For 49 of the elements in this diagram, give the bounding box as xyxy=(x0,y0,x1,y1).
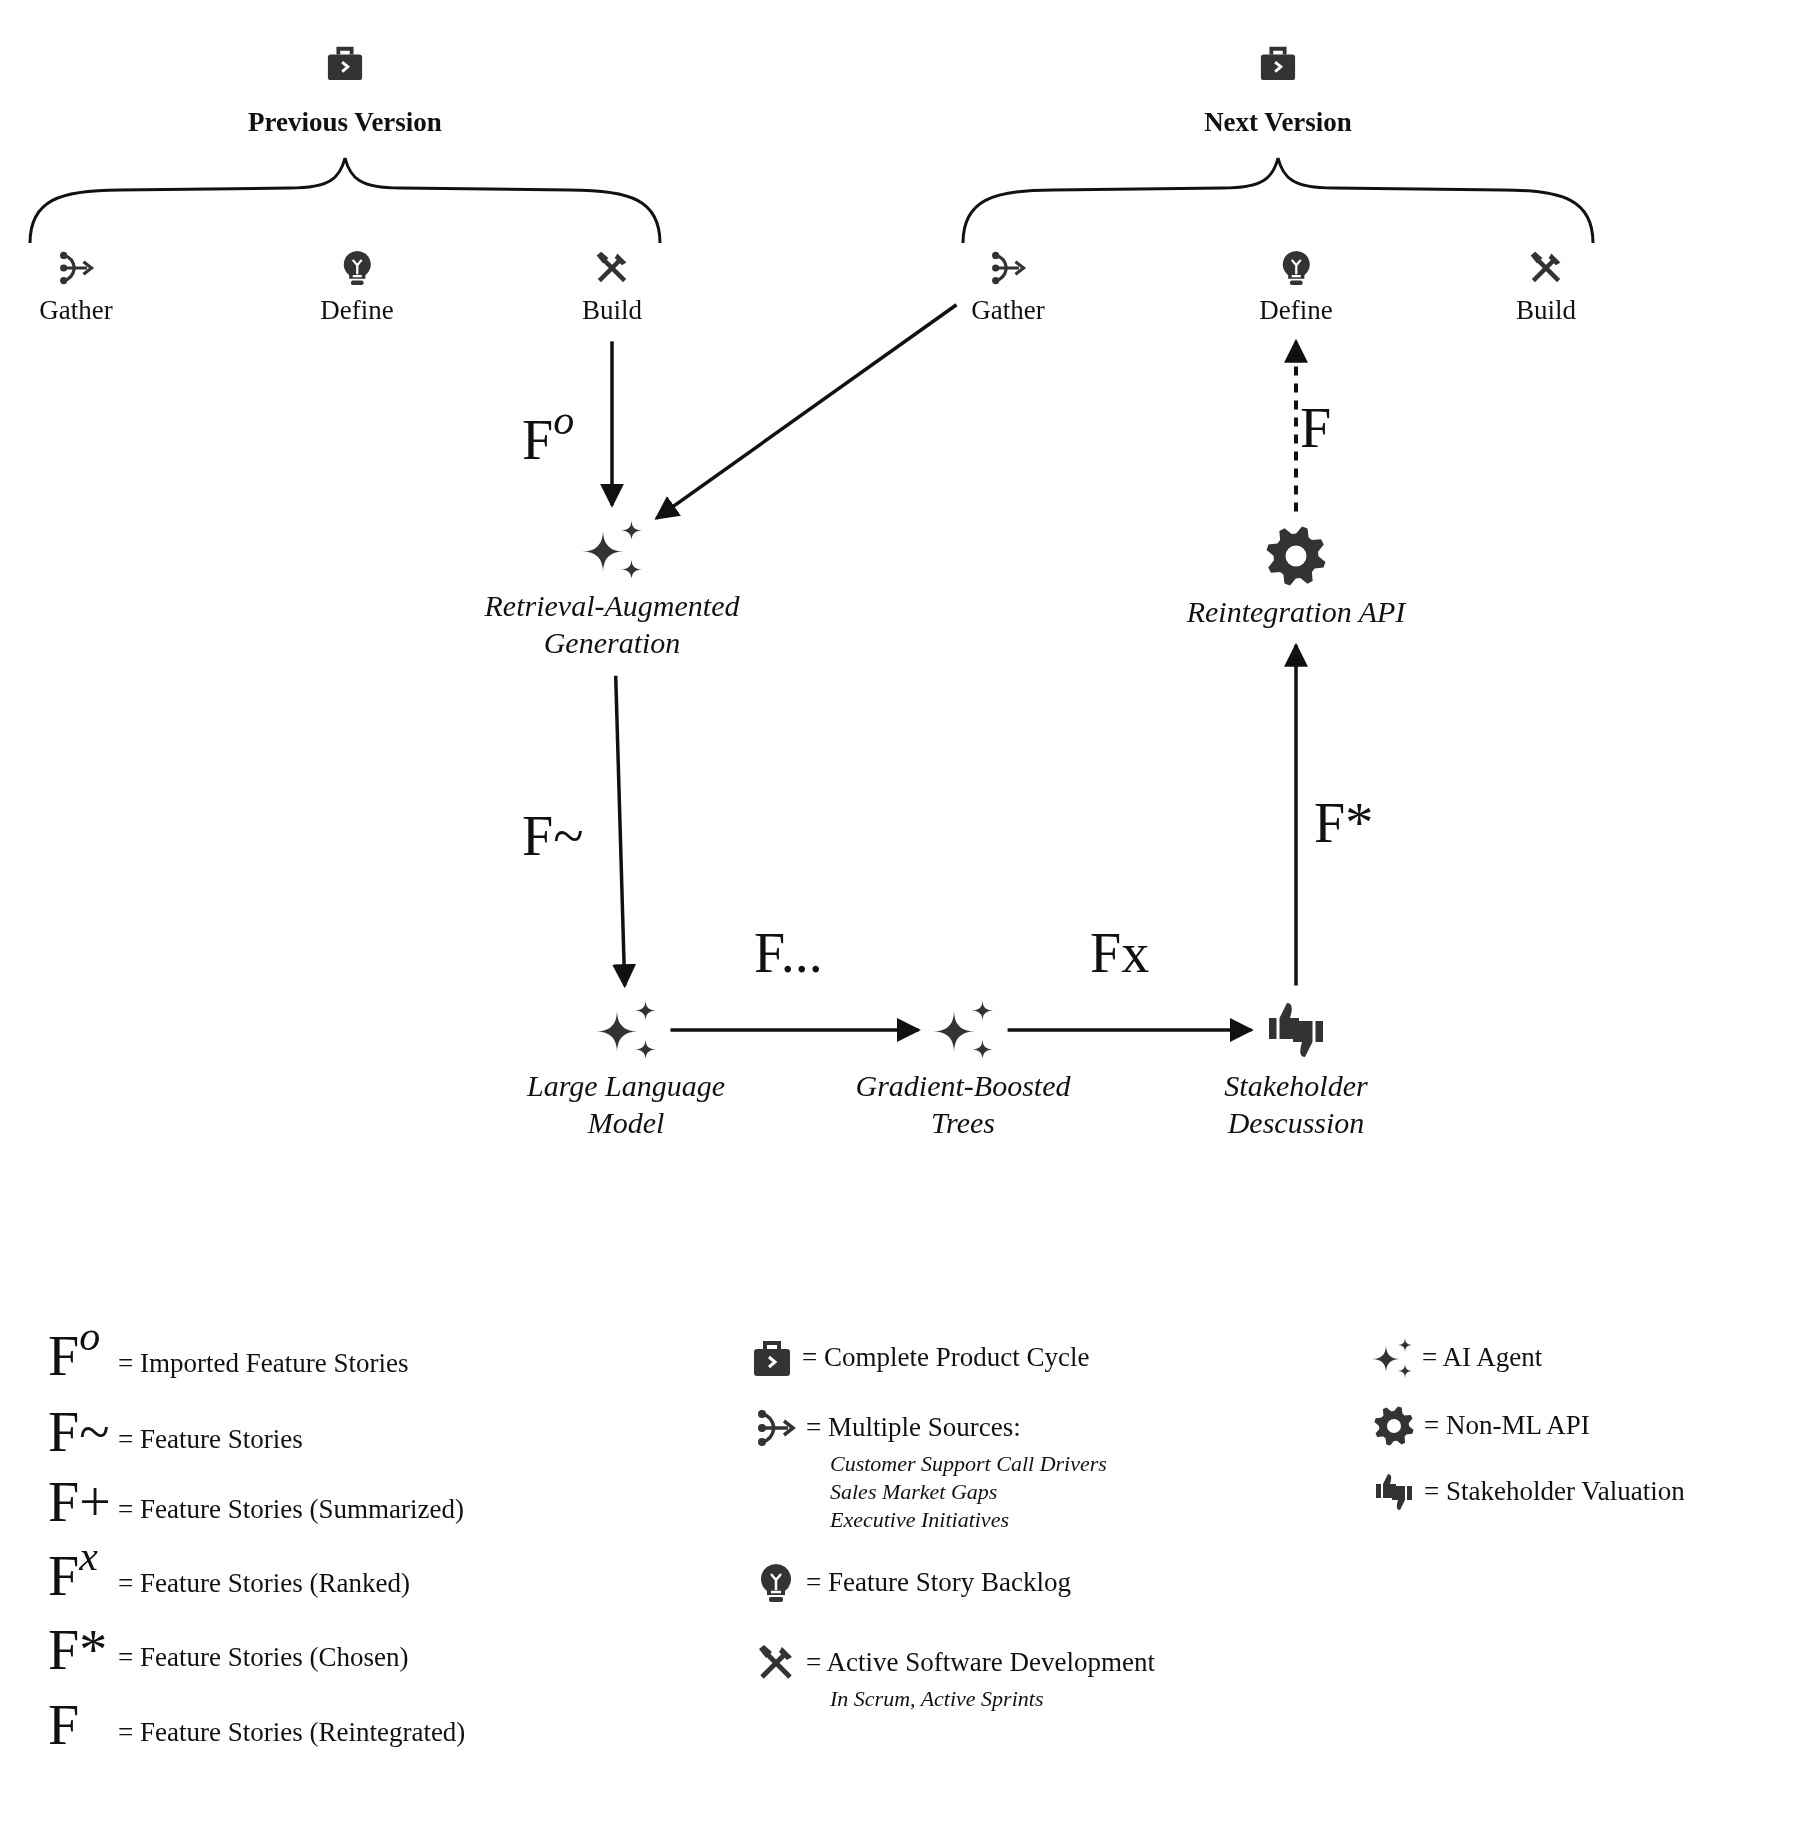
arrow xyxy=(1284,642,1308,986)
feature-symbol: F+ xyxy=(48,1474,111,1530)
feature-symbol: F$^{x}$ xyxy=(48,1548,98,1604)
arrow xyxy=(654,303,958,520)
version-heading: Previous Version xyxy=(248,107,442,138)
node-label: Retrieval-Augmented Generation xyxy=(483,588,741,661)
legend-note: In Scrum, Active Sprints xyxy=(830,1686,1044,1712)
legend-text: = Feature Stories xyxy=(118,1424,303,1455)
edge-label: F* xyxy=(1314,795,1374,851)
feature-symbol: F~ xyxy=(48,1404,110,1460)
legend-text: = Complete Product Cycle xyxy=(802,1342,1090,1373)
node-label: Reintegration API xyxy=(1185,594,1408,630)
step-label: Build xyxy=(582,294,642,327)
step-label: Build xyxy=(1516,294,1576,327)
step-label: Gather xyxy=(39,294,113,327)
legend-note: Executive Initiatives xyxy=(830,1507,1009,1533)
node-label: Gradient-Boosted Trees xyxy=(854,1068,1072,1141)
step-label: Define xyxy=(320,294,394,327)
legend-text: = Imported Feature Stories xyxy=(118,1348,409,1379)
step-label: Gather xyxy=(971,294,1045,327)
edge-label: F~ xyxy=(522,808,584,864)
feature-symbol: F$^{o}$ xyxy=(48,1328,101,1384)
edge-label: F xyxy=(1300,400,1332,456)
legend-text: = Feature Stories (Reintegrated) xyxy=(118,1717,466,1748)
dashed-arrow xyxy=(1284,338,1308,512)
legend-text: = Feature Story Backlog xyxy=(806,1567,1071,1598)
edge-label: F$^{o}$ xyxy=(522,412,575,468)
legend-text: = Stakeholder Valuation xyxy=(1424,1476,1685,1507)
legend-note: Customer Support Call Drivers xyxy=(830,1451,1107,1477)
legend-text: = Non-ML API xyxy=(1424,1410,1590,1441)
edge-label: F... xyxy=(754,925,823,981)
feature-symbol: F xyxy=(48,1697,80,1753)
legend-text: = Multiple Sources: xyxy=(806,1412,1021,1443)
legend-text: = Feature Stories (Ranked) xyxy=(118,1568,410,1599)
node-label: Stakeholder Descussion xyxy=(1223,1068,1369,1141)
legend-text: = Feature Stories (Chosen) xyxy=(118,1642,409,1673)
legend-note: Sales Market Gaps xyxy=(830,1479,998,1505)
legend-text: = AI Agent xyxy=(1422,1342,1543,1373)
edge-label: Fx xyxy=(1090,925,1150,981)
legend-text: = Feature Stories (Summarized) xyxy=(118,1494,464,1525)
step-label: Define xyxy=(1259,294,1333,327)
legend-text: = Active Software Development xyxy=(806,1647,1155,1678)
feature-symbol: F* xyxy=(48,1622,108,1678)
arrow xyxy=(1007,1018,1254,1042)
arrow xyxy=(612,675,637,989)
arrow xyxy=(600,341,624,508)
node-label: Large Language Model xyxy=(525,1068,727,1141)
version-heading: Next Version xyxy=(1204,107,1352,138)
arrow xyxy=(670,1018,921,1042)
